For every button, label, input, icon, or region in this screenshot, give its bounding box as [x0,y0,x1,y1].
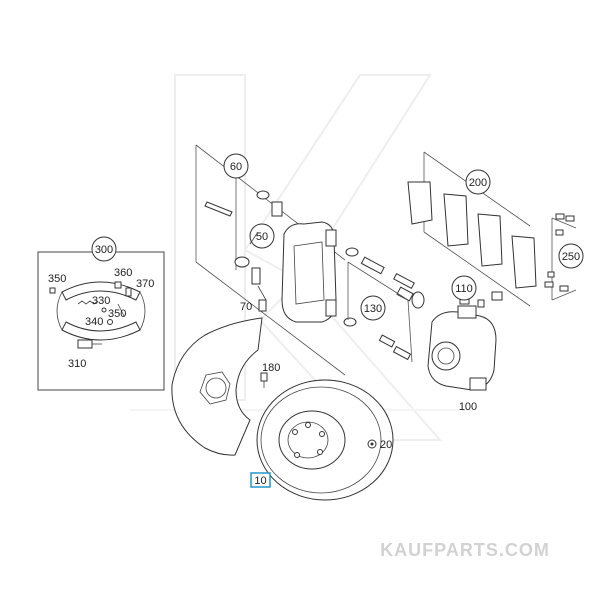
adjuster-screw [77,339,93,349]
label-350a: 350 [48,273,66,285]
label-50: 50 [256,231,268,243]
adjuster-bit [114,281,122,289]
screw-20: 20 [367,439,392,451]
shoe-spring [77,300,99,305]
label-200: 200 [469,177,487,189]
callout-50[interactable] [249,223,275,249]
label-100: 100 [459,401,477,413]
label-110: 110 [455,283,473,295]
boot-lower [234,256,250,268]
label-20: 20 [380,439,392,451]
label-360: 360 [114,267,132,279]
brake-disc [256,379,394,501]
bolt-180: 180 [260,362,280,388]
callout-10[interactable]: 10 [250,472,271,488]
label-340: 340 [85,316,103,328]
pad-clips-group: 250 [544,213,584,301]
pad-1 [407,181,433,225]
pad-4 [511,235,537,289]
callout-200[interactable] [465,169,491,195]
boot-upper [256,190,270,200]
spring-clip [204,201,233,217]
label-70: 70 [240,301,252,313]
dust-shield [171,317,263,456]
guide-pin-group: 130 [343,247,425,363]
caliper-housing: 100 [427,305,497,413]
label-370: 370 [136,278,154,290]
label-180: 180 [262,362,280,374]
bleeder-group: 110 [451,275,503,308]
label-330: 330 [92,295,110,307]
bolt-70 [258,299,267,312]
label-250: 250 [562,251,580,263]
brake-pads-group: 200 [407,151,537,307]
pad-3 [477,213,503,267]
guide-pin-lower [251,267,261,285]
callout-300[interactable] [91,236,117,262]
parking-brake-group: 300 350 360 370 330 350 340 310 [37,236,165,391]
pad-2 [443,193,469,247]
watermark-text: KAUFPARTS.COM [380,540,550,560]
callout-130[interactable] [360,295,386,321]
label-310: 310 [68,358,86,370]
caliper-bracket-group: 60 50 70 [195,144,346,376]
label-10: 10 [254,475,266,487]
callout-60[interactable] [223,153,249,179]
guide-pin-upper [271,201,283,217]
brake-shoe-lower [61,321,141,341]
callout-110[interactable] [451,275,477,301]
label-60: 60 [230,161,242,173]
label-130: 130 [364,303,382,315]
label-350b: 350 [108,308,126,320]
callout-250[interactable] [558,243,584,269]
label-300: 300 [95,244,113,256]
